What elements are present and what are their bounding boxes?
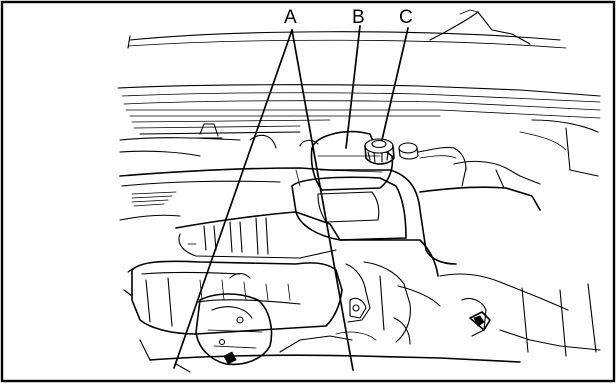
callout-label-a: A xyxy=(284,7,297,28)
figure-border xyxy=(2,2,614,381)
callout-label-b: B xyxy=(352,7,365,28)
callout-label-c: C xyxy=(399,7,413,28)
